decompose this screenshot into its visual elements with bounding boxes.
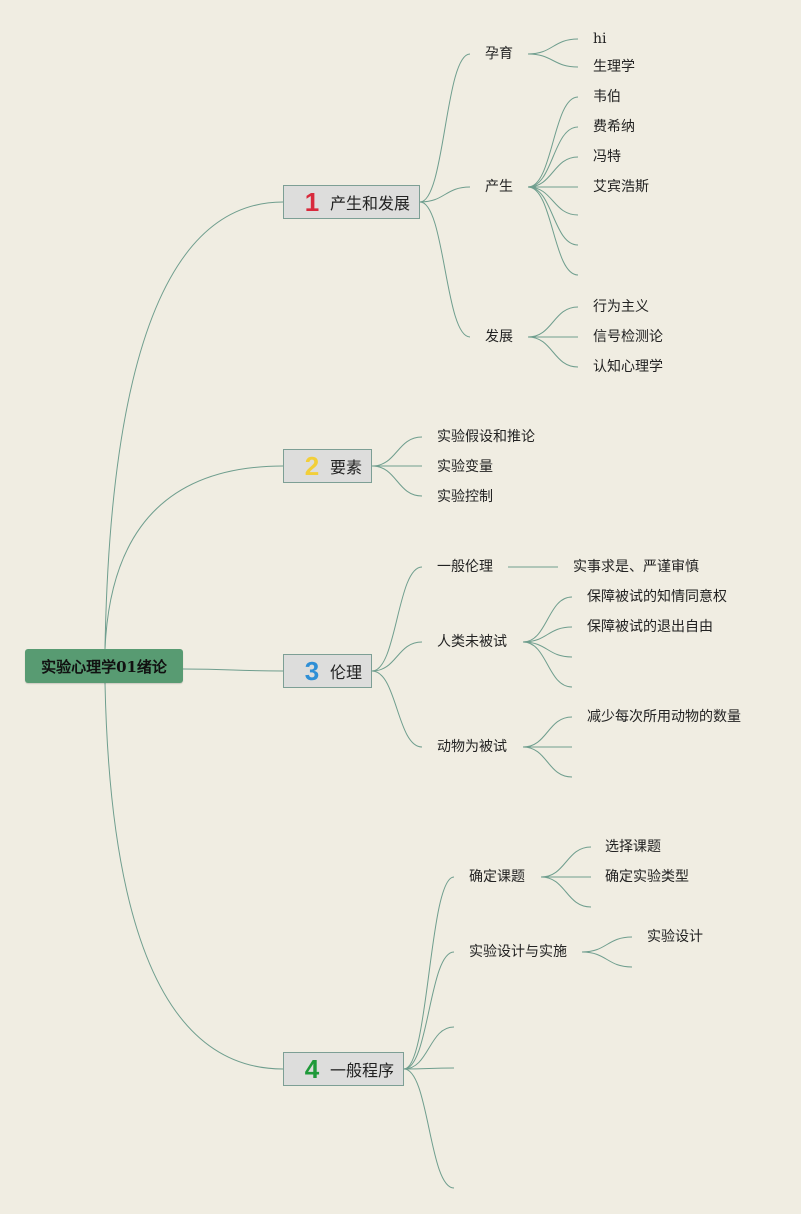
leaf-topic[interactable]: hi (593, 31, 607, 47)
connector-line (527, 38, 579, 55)
subtopic[interactable]: 动物为被试 (437, 739, 507, 755)
connector-line (371, 465, 423, 497)
connector-line (527, 336, 579, 368)
connector-line (527, 126, 579, 188)
branch-number-1: 1 (304, 187, 320, 217)
root-connector-line (104, 201, 284, 650)
connector-line (403, 876, 455, 1070)
leaf-topic[interactable]: 行为主义 (593, 299, 649, 315)
leaf-topic[interactable]: 选择课题 (605, 839, 661, 855)
connector-line (527, 156, 579, 188)
subtopic[interactable]: 实验控制 (437, 489, 493, 505)
branch-3[interactable]: 3 伦理 (283, 654, 372, 688)
branch-number-2: 2 (304, 451, 320, 481)
connector-line (522, 716, 573, 748)
leaf-topic[interactable]: 确定实验类型 (605, 869, 689, 885)
connector-line (403, 951, 455, 1070)
connector-line (419, 53, 471, 203)
connector-line (527, 186, 579, 246)
connector-line (522, 626, 573, 643)
connector-line (371, 670, 423, 748)
branch-number-3: 3 (304, 656, 320, 686)
connector-line (527, 186, 579, 276)
connector-line (527, 306, 579, 338)
root-topic[interactable]: 实验心理学01绪论 (25, 649, 183, 683)
leaf-topic[interactable]: 保障被试的知情同意权 (587, 589, 727, 605)
connector-line (527, 53, 579, 68)
subtopic[interactable]: 产生 (485, 179, 513, 195)
root-connector-line (104, 465, 284, 650)
subtopic[interactable]: 发展 (485, 329, 513, 345)
branch-2[interactable]: 2 要素 (283, 449, 372, 483)
connector-line (581, 936, 633, 953)
root-connector-line (104, 682, 284, 1070)
subtopic[interactable]: 实验设计与实施 (469, 944, 567, 960)
leaf-topic[interactable]: 保障被试的退出自由 (587, 619, 713, 635)
subtopic[interactable]: 一般伦理 (437, 559, 493, 575)
connector-line (527, 186, 579, 216)
connector-line (371, 566, 423, 672)
connector-line (371, 436, 423, 467)
connector-line (419, 186, 471, 203)
connector-line (371, 641, 423, 672)
connector-line (522, 641, 573, 658)
connector-line (419, 201, 471, 338)
branch-label: 伦理 (330, 663, 363, 682)
subtopic[interactable]: 实验假设和推论 (437, 429, 535, 445)
connector-line (540, 846, 592, 878)
leaf-topic[interactable]: 实验设计 (647, 929, 703, 945)
subtopic[interactable]: 人类未被试 (437, 634, 507, 650)
branch-label: 要素 (330, 458, 363, 477)
leaf-topic[interactable]: 认知心理学 (593, 359, 663, 375)
branch-number-4: 4 (304, 1054, 320, 1084)
branch-label: 一般程序 (330, 1061, 395, 1080)
branch-4[interactable]: 4 一般程序 (283, 1052, 404, 1086)
connector-line (403, 1026, 455, 1070)
connector-line (522, 746, 573, 778)
leaf-topic[interactable]: 实事求是、严谨审慎 (573, 559, 699, 575)
leaf-topic[interactable]: 费希纳 (593, 119, 635, 135)
leaf-topic[interactable]: 生理学 (593, 59, 635, 75)
leaf-topic[interactable]: 韦伯 (593, 89, 621, 105)
connector-line (540, 876, 592, 908)
branch-label: 产生和发展 (330, 194, 411, 213)
subtopic[interactable]: 孕育 (485, 46, 513, 62)
leaf-topic[interactable]: 冯特 (593, 149, 621, 165)
leaf-topic[interactable]: 艾宾浩斯 (593, 179, 649, 195)
connector-line (527, 96, 579, 188)
connector-line (403, 1067, 455, 1070)
root-connector-line (182, 668, 284, 672)
subtopic[interactable]: 确定课题 (469, 869, 525, 885)
connector-line (522, 641, 573, 688)
connector-line (581, 951, 633, 968)
subtopic[interactable]: 实验变量 (437, 459, 493, 475)
branch-1[interactable]: 1 产生和发展 (283, 185, 420, 219)
connector-line (403, 1068, 455, 1189)
leaf-topic[interactable]: 减少每次所用动物的数量 (587, 709, 741, 725)
connector-line (522, 596, 573, 643)
leaf-topic[interactable]: 信号检测论 (593, 329, 663, 345)
